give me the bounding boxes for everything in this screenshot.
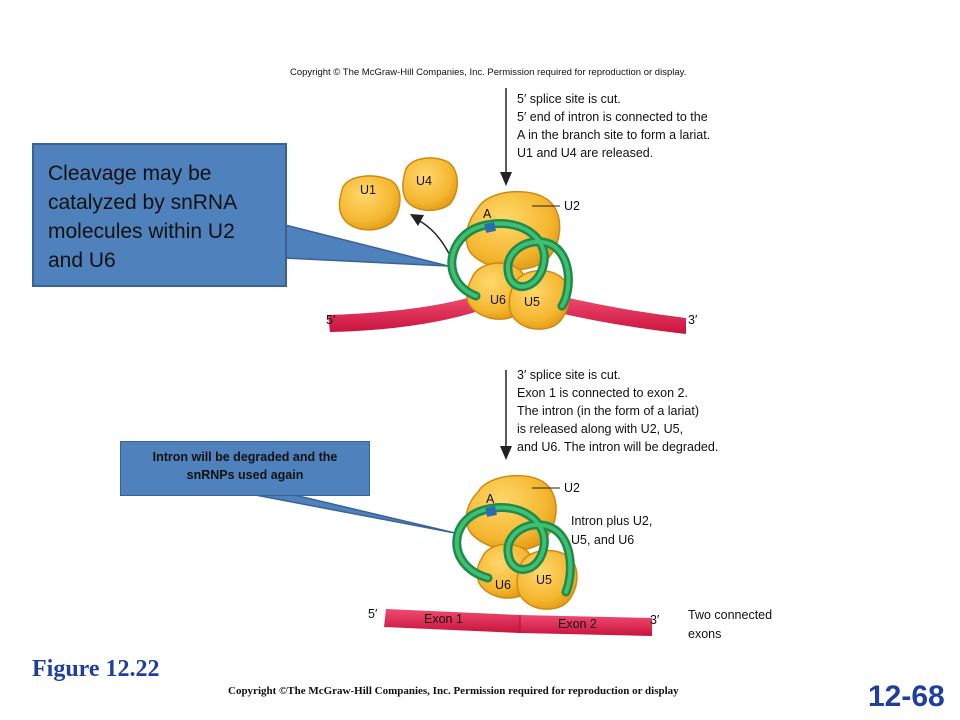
step1-notes: 5′ splice site is cut. 5′ end of intron … xyxy=(517,90,710,162)
step2-note-line: 3′ splice site is cut. xyxy=(517,368,621,382)
step2-note-line: Exon 1 is connected to exon 2. xyxy=(517,386,688,400)
spliceosome-top xyxy=(447,190,573,330)
step1-arrow xyxy=(500,88,512,186)
figure-label: Figure 12.22 xyxy=(32,656,160,682)
a-label-top: A xyxy=(483,207,492,221)
intron-plus-label: Intron plus U2, U5, and U6 xyxy=(571,512,652,550)
step1-note-line: 5′ splice site is cut. xyxy=(517,92,621,106)
u1-snrnp xyxy=(338,175,401,231)
two-exons-line: exons xyxy=(688,627,722,641)
branch-site-a-bottom xyxy=(485,506,497,517)
two-exons-label: Two connected exons xyxy=(688,606,772,644)
slide-number: 12-68 xyxy=(868,680,945,713)
copyright-top: Copyright © The McGraw-Hill Companies, I… xyxy=(290,67,687,78)
u4-label: U4 xyxy=(416,174,432,188)
step2-note-line: and U6. The intron will be degraded. xyxy=(517,440,719,454)
u5-label-bottom: U5 xyxy=(536,573,552,587)
u2-label-top: U2 xyxy=(564,199,580,213)
step1-note-line: A in the branch site to form a lariat. xyxy=(517,128,711,142)
callout2-pointer xyxy=(249,493,456,534)
step2-note-line: is released along with U2, U5, xyxy=(517,422,684,436)
exon2-bar xyxy=(520,615,652,636)
step2-notes: 3′ splice site is cut. Exon 1 is connect… xyxy=(517,366,718,456)
intron-plus-line: Intron plus U2, xyxy=(571,514,653,528)
callout1-pointer xyxy=(284,224,449,267)
u6-label-top: U6 xyxy=(490,293,506,307)
mrna-bottom xyxy=(384,609,652,636)
three-prime-label-top: 3′ xyxy=(688,313,698,327)
exon1-bar xyxy=(384,609,520,633)
three-prime-label-bottom: 3′ xyxy=(650,613,660,627)
five-prime-label-bottom: 5′ xyxy=(368,607,378,621)
intron-complex-bottom xyxy=(452,474,578,610)
u6-label-bottom: U6 xyxy=(495,578,511,592)
cleavage-callout: Cleavage may be catalyzed by snRNA molec… xyxy=(32,143,287,287)
a-label-bottom: A xyxy=(486,492,495,506)
copyright-bottom: Copyright ©The McGraw-Hill Companies, In… xyxy=(228,685,679,697)
u4-snrnp xyxy=(402,157,458,212)
u2-label-bottom: U2 xyxy=(564,481,580,495)
two-exons-line: Two connected xyxy=(688,608,773,622)
released-snrnps xyxy=(338,157,458,231)
intron-plus-line: U5, and U6 xyxy=(571,533,635,547)
u1-label: U1 xyxy=(360,183,376,197)
release-arrow xyxy=(410,214,454,263)
pre-mrna-top xyxy=(328,296,686,334)
step2-arrow xyxy=(500,370,512,460)
step2-note-line: The intron (in the form of a lariat) xyxy=(517,404,700,418)
degraded-callout: Intron will be degraded and the snRNPs u… xyxy=(120,441,370,496)
exon1-label: Exon 1 xyxy=(424,612,463,626)
u5-label-top: U5 xyxy=(524,295,540,309)
exon2-label: Exon 2 xyxy=(558,617,597,631)
step1-note-line: 5′ end of intron is connected to the xyxy=(517,110,708,124)
branch-site-a-top xyxy=(484,222,496,233)
five-prime-label-top: 5′ xyxy=(326,313,336,327)
step1-note-line: U1 and U4 are released. xyxy=(517,146,654,160)
